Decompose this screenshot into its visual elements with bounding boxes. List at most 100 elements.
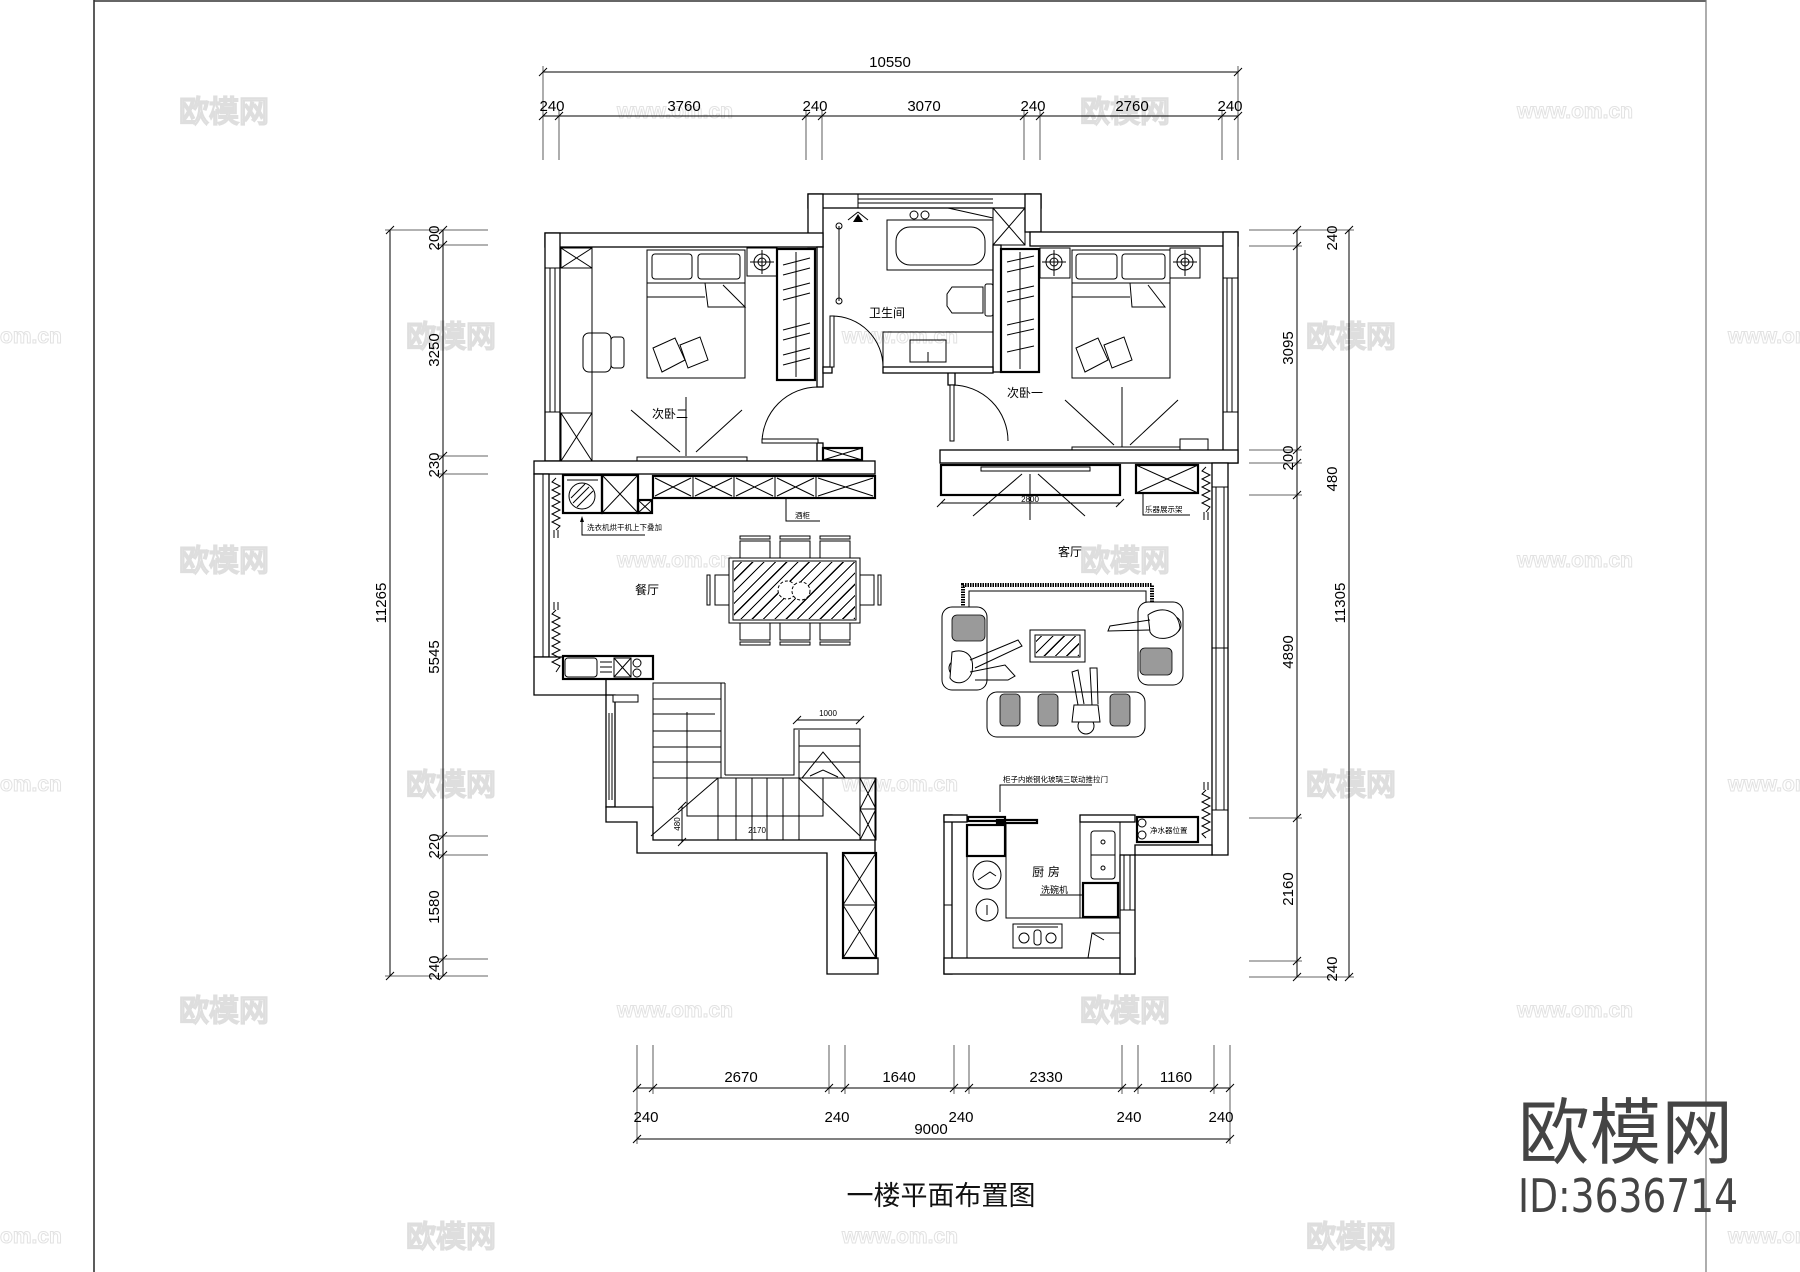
living-area: [936, 463, 1212, 839]
annotation-wine-cabinet: 酒柜: [795, 510, 810, 520]
kitchen-fixtures: [965, 784, 1200, 959]
room-label-bedroom-1: 次卧一: [1007, 386, 1043, 400]
watermark-site-partial: om.cn: [0, 325, 62, 348]
watermark-site: www.om.cn: [616, 100, 733, 123]
watermark-site: www.om.cn: [841, 1225, 958, 1248]
dining-table-glass-hatch: [734, 562, 855, 619]
dimension-label: 1580: [426, 890, 443, 923]
dimension-label: 2160: [1280, 872, 1297, 905]
stove: [1012, 923, 1063, 949]
watermark-site: www.om.cn: [1516, 100, 1633, 123]
watermark-site: www.om.cn: [1727, 1225, 1800, 1248]
desk-chair: [582, 332, 612, 373]
watermark-brand: 欧模网: [179, 994, 269, 1029]
vanity: [882, 331, 994, 368]
room-label-bedroom-2: 次卧二: [652, 407, 688, 421]
annotation-water-purifier: 净水器位置: [1150, 825, 1188, 835]
room-label-kitchen: 厨 房: [1032, 864, 1060, 879]
dimension-label: 3095: [1280, 331, 1297, 364]
bedroom-1-furniture: [999, 247, 1209, 451]
wardrobe: [775, 247, 817, 382]
watermark-site-partial: om.cn: [0, 1225, 62, 1248]
watermark-site: www.om.cn: [1516, 549, 1633, 572]
bed: [1071, 249, 1171, 379]
bed: [646, 249, 746, 379]
annotation-sliding-door: 柜子内嵌钢化玻璃三联动推拉门: [1003, 774, 1108, 784]
watermark-site: www.om.cn: [616, 999, 733, 1022]
watermark-brand: 欧模网: [406, 768, 496, 803]
shower-head-icon: [853, 214, 863, 222]
brand-watermark: 欧模网 ID:3636714: [1518, 1091, 1738, 1223]
wardrobe: [999, 247, 1041, 374]
dimension-label: 240: [824, 1109, 849, 1126]
fridge: [965, 823, 1007, 858]
staircase: 1000 2170 480: [650, 682, 878, 960]
dimension-label: 2760: [1115, 98, 1148, 115]
dimension-right: 11305 240 3095 200 480 4890 2160 240: [1249, 225, 1354, 982]
dimension-label: 230: [426, 452, 443, 477]
dimension-label: 3070: [907, 98, 940, 115]
dishwasher: [1081, 881, 1120, 919]
watermark-brand: 欧模网: [179, 544, 269, 579]
watermark-site: www.om.cn: [616, 549, 733, 572]
toilet-bowl: [946, 286, 984, 314]
annotations: 洗衣机烘干机上下叠加 酒柜 乐器展示架 柜子内嵌钢化玻璃三联动推拉门 洗碗机 净…: [587, 495, 1188, 896]
dimension-bottom: 2670 1640 2330 1160 240 240 240 240 240 …: [632, 1045, 1235, 1144]
dimension-top: 10550 240 3760 240 3070 240 2760 240: [538, 54, 1243, 160]
dimension-label: 2670: [724, 1069, 757, 1086]
dimension-label: 220: [426, 833, 443, 858]
dimension-label: 240: [1324, 956, 1341, 981]
dimension-total-top: 10550: [869, 54, 911, 71]
watermark-brand: 欧模网: [406, 320, 496, 355]
dimension-label: 2330: [1029, 1069, 1062, 1086]
walls: [533, 193, 1239, 975]
watermark-brand: 欧模网: [406, 1220, 496, 1255]
bathroom-fixtures: [835, 207, 1026, 368]
watermark-site: www.om.cn: [841, 773, 958, 796]
brand-watermark-logo: 欧模网: [1518, 1091, 1733, 1175]
dimension-label: 3250: [426, 333, 443, 366]
watermark-site: www.om.cn: [1727, 773, 1800, 796]
room-label-bathroom: 卫生间: [869, 306, 905, 320]
watermark-site: www.om.cn: [841, 325, 958, 348]
room-labels: 次卧二 卫生间 次卧一 餐厅 客厅 厨 房: [635, 306, 1082, 879]
sofa: [986, 691, 1146, 738]
dimension-label: 240: [1116, 1109, 1141, 1126]
annotation-instrument-shelf: 乐器展示架: [1145, 504, 1183, 514]
watermark-brand: 欧模网: [1306, 768, 1396, 803]
room-label-dining: 餐厅: [635, 582, 659, 597]
watermark-brand: 欧模网: [1080, 95, 1170, 130]
watermark-brand: 欧模网: [1306, 320, 1396, 355]
dimension-label: 240: [1217, 98, 1242, 115]
dimension-label: 240: [633, 1109, 658, 1126]
annotation-washer-dryer: 洗衣机烘干机上下叠加: [587, 522, 662, 532]
dimension-total-right: 11305: [1332, 583, 1349, 624]
water-purifier-cabinet: [1135, 815, 1200, 844]
dimension-label: 240: [1324, 225, 1341, 250]
watermark-brand: 欧模网: [179, 95, 269, 130]
drawing-title: 一楼平面布置图: [847, 1181, 1036, 1212]
dimension-label: 240: [1020, 98, 1045, 115]
person-figures: [948, 609, 1182, 735]
annotation-dishwasher: 洗碗机: [1041, 884, 1068, 896]
dimension-label: 240: [802, 98, 827, 115]
room-label-living: 客厅: [1058, 544, 1082, 559]
toilet-tank: [984, 283, 994, 317]
dimension-label: 240: [426, 955, 443, 980]
coffee-table-glass-hatch: [1036, 636, 1079, 656]
bedroom-2-furniture: [560, 247, 864, 462]
brand-watermark-id: ID:3636714: [1518, 1169, 1738, 1223]
background-watermarks: 欧模网 www.om.cn 欧模网 www.om.cn om.cn 欧模网 ww…: [0, 94, 1800, 1255]
stair-width-label: 1000: [819, 709, 837, 718]
dimension-label: 480: [1324, 466, 1341, 491]
dimension-label: 240: [948, 1109, 973, 1126]
doors: [761, 315, 1009, 444]
stair-offset-label: 480: [673, 817, 682, 831]
dimension-total-bottom: 9000: [914, 1121, 947, 1138]
annotation-tv-wall-length: 2800: [1021, 495, 1039, 504]
watermark-site: www.om.cn: [1727, 325, 1800, 348]
dimension-label: 4890: [1280, 635, 1297, 668]
watermark-brand: 欧模网: [1306, 1220, 1396, 1255]
watermark-site-partial: om.cn: [0, 773, 62, 796]
